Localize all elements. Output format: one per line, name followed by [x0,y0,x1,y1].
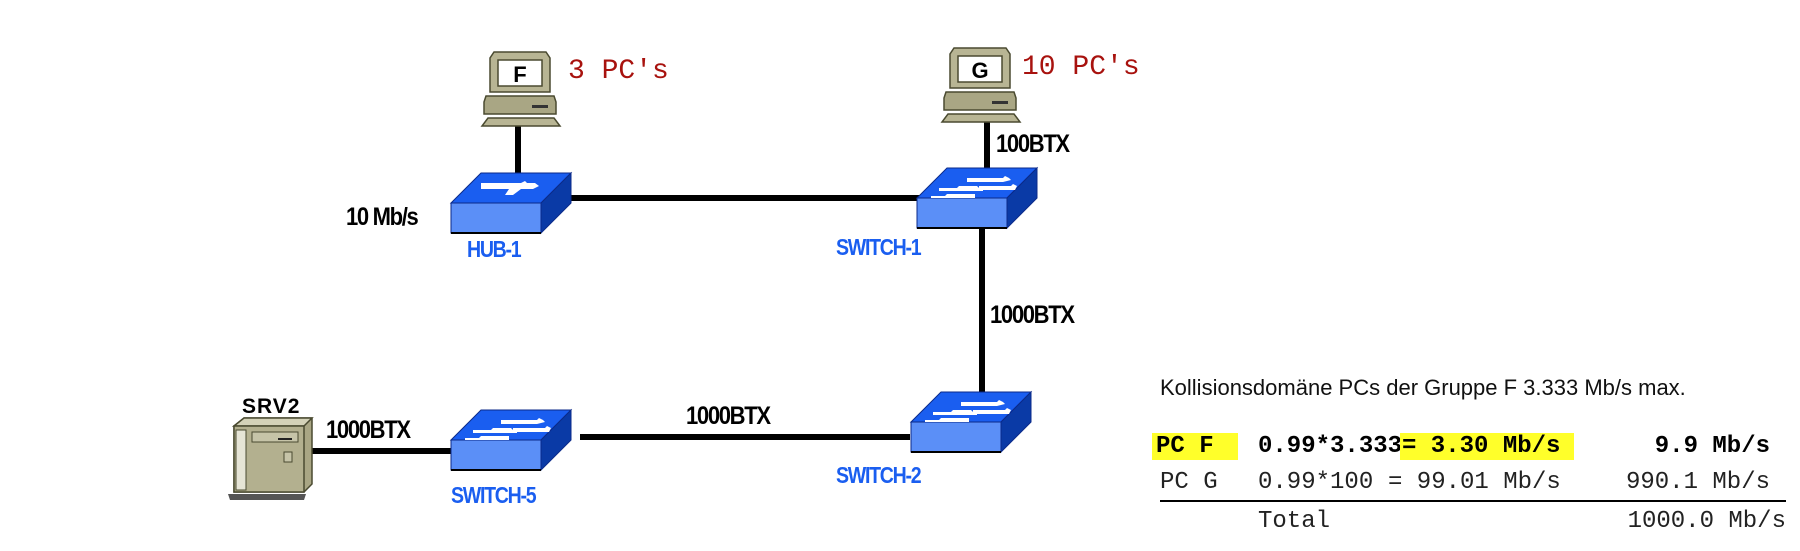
row-pc-g-total: 990.1 Mb/s [1625,469,1770,496]
link-label-switch1-switch2: 1000BTX [990,301,1075,329]
row-pc-g-formula: 0.99*100 [1258,469,1374,496]
hub-1-icon [450,172,572,234]
svg-text:G: G [971,58,988,83]
switch-5-icon [450,409,572,471]
switch-2-icon [910,391,1032,453]
pc-f-icon: F [481,51,561,127]
link-label-switch5-srv2: 1000BTX [326,416,411,444]
hub-1-label: HUB-1 [467,236,522,262]
pc-f-count-label: 3 PC's [568,56,669,87]
total-value: 1000.0 Mb/s [1627,508,1786,535]
link-label-switch2-switch5: 1000BTX [686,402,771,430]
switch-2-label: SWITCH-2 [836,462,922,488]
srv2-label: SRV2 [242,395,301,418]
row-pc-f-total: 9.9 Mb/s [1654,433,1770,460]
row-pc-f-name: PC F [1152,433,1238,460]
total-label: Total [1258,508,1331,535]
server-icon [228,417,314,500]
sum-divider [1160,500,1786,502]
calculation-heading: Kollisionsdomäne PCs der Gruppe F 3.333 … [1160,375,1686,400]
pc-g-icon: G [941,47,1021,123]
switch-5-label: SWITCH-5 [451,482,537,508]
svg-text:F: F [513,62,526,87]
switch-1-icon [916,167,1038,229]
row-pc-g-name: PC G [1160,469,1218,496]
row-pc-g-result: = 99.01 Mb/s [1388,469,1561,496]
link-label-pc-g-switch1: 100BTX [996,130,1070,158]
row-pc-f-result: = 3.30 Mb/s [1400,433,1575,460]
row-pc-f-formula: 0.99*3.333 [1258,433,1403,460]
switch-1-label: SWITCH-1 [836,234,922,260]
link-label-pc-f-hub1: 10 Mb/s [346,203,419,231]
pc-g-count-label: 10 PC's [1022,52,1140,83]
